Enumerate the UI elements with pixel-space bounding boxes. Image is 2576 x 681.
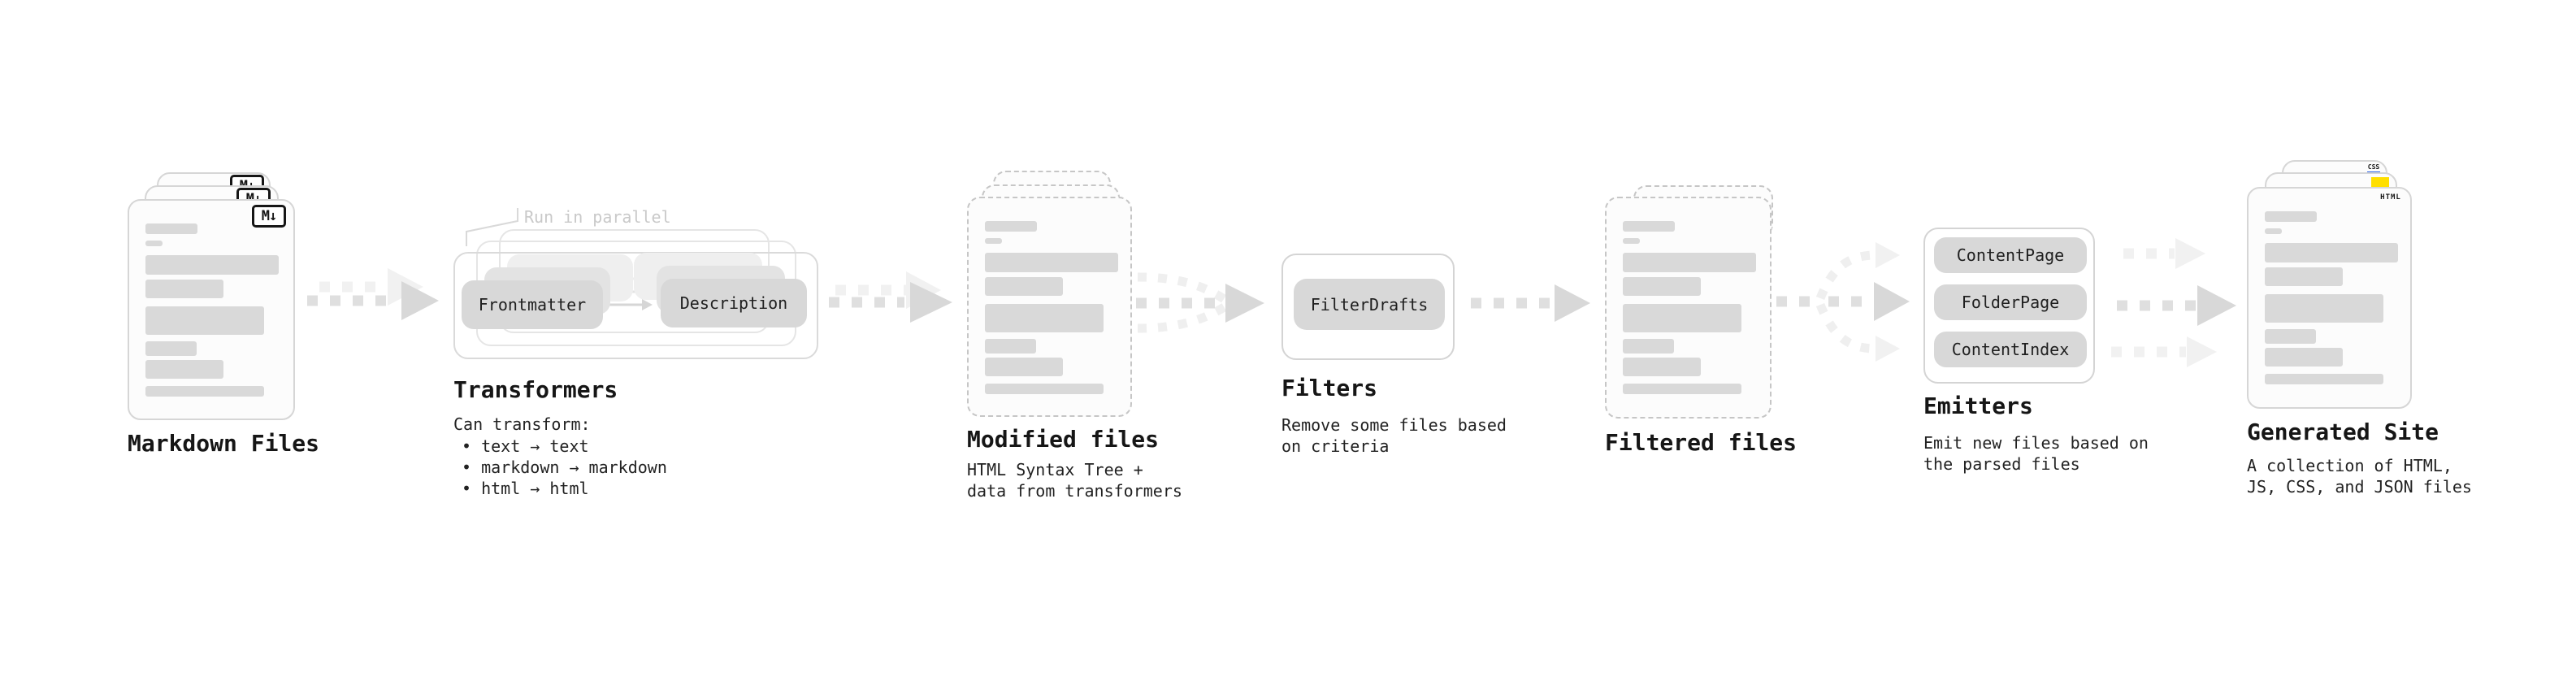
emitter-content-page-pill: ContentPage	[1934, 237, 2087, 273]
doc-line-bar	[985, 304, 1104, 332]
transformers-box-front	[453, 252, 818, 359]
generated-site-caption-line: JS, CSS, and JSON files	[2247, 477, 2472, 497]
doc-line-bar	[2265, 294, 2383, 323]
html5-badge-label: HTML	[2380, 193, 2401, 202]
arrow-modified-to-filters-merge	[1136, 272, 1264, 333]
doc-line-bar	[2265, 211, 2317, 222]
arrow-transformers-to-modified	[829, 271, 952, 323]
run-in-parallel-leader-line	[466, 208, 518, 246]
arrow-emitters-to-generated	[2111, 238, 2236, 367]
doc-line-bar	[145, 306, 264, 335]
markdown-file-card-front: M↓	[128, 199, 295, 420]
doc-line-bar	[145, 341, 197, 356]
doc-line-bar	[1623, 277, 1701, 296]
run-in-parallel-annotation: Run in parallel	[524, 207, 671, 227]
doc-line-bar	[1623, 304, 1741, 332]
arrow-filters-to-filtered	[1471, 284, 1590, 322]
markdown-files-label: Markdown Files	[128, 430, 320, 457]
filtered-file-card-front	[1605, 197, 1772, 419]
filters-caption-line: on criteria	[1281, 436, 1390, 456]
transformers-caption-heading: Can transform:	[453, 414, 591, 434]
doc-line-bar	[145, 386, 264, 397]
filters-label: Filters	[1281, 375, 1378, 401]
doc-line-bar	[2265, 267, 2343, 286]
doc-line-bar	[1623, 253, 1756, 272]
modified-files-label: Modified files	[967, 426, 1160, 453]
transformers-bullet: • text → text	[462, 436, 589, 456]
doc-line-bar	[1623, 384, 1741, 394]
doc-line-bar	[145, 255, 279, 275]
transformer-description-pill: Description	[661, 279, 807, 327]
doc-line-bar	[1623, 339, 1674, 354]
doc-line-bar	[985, 339, 1036, 354]
transformers-bullet: • html → html	[462, 479, 589, 498]
doc-line-bar	[1623, 358, 1701, 376]
modified-files-caption-line: data from transformers	[967, 481, 1182, 501]
css-badge-label: CSS	[2367, 163, 2380, 171]
doc-line-bar	[2265, 374, 2383, 384]
js-file-icon	[2371, 177, 2389, 188]
transformers-bullet: • markdown → markdown	[462, 458, 667, 477]
doc-line-bar	[1623, 221, 1675, 232]
filtered-files-label: Filtered files	[1605, 429, 1798, 456]
transformers-label: Transformers	[453, 376, 618, 403]
transformer-frontmatter-pill: Frontmatter	[462, 280, 603, 329]
filter-drafts-pill: FilterDrafts	[1294, 279, 1445, 330]
arrow-markdown-to-transformers	[307, 268, 439, 320]
generated-site-caption-line: A collection of HTML,	[2247, 456, 2452, 475]
markdown-icon: M↓	[252, 205, 286, 228]
doc-line-bar	[2265, 329, 2316, 344]
doc-line-bar	[985, 358, 1063, 376]
modified-files-caption-line: HTML Syntax Tree +	[967, 460, 1143, 479]
emitter-content-index-pill: ContentIndex	[1934, 332, 2087, 367]
doc-line-bar	[985, 277, 1063, 296]
emitters-label: Emitters	[1923, 393, 2033, 419]
doc-line-bar	[145, 241, 163, 246]
doc-line-bar	[2265, 228, 2282, 234]
modified-file-card-front	[967, 197, 1132, 417]
html5-icon: HTML 5	[2379, 193, 2403, 202]
generated-site-label: Generated Site	[2247, 419, 2439, 445]
emitters-caption-line: the parsed files	[1923, 454, 2080, 474]
doc-line-bar	[145, 360, 223, 379]
generated-html-file-card: HTML 5	[2247, 187, 2412, 409]
doc-line-bar	[985, 238, 1002, 244]
doc-line-bar	[145, 223, 197, 234]
doc-line-bar	[985, 384, 1104, 394]
doc-line-bar	[985, 253, 1118, 272]
filters-caption-line: Remove some files based	[1281, 415, 1507, 435]
doc-line-bar	[145, 280, 223, 298]
arrow-filtered-to-emitters-branch	[1776, 242, 1910, 362]
emitters-caption-line: Emit new files based on	[1923, 433, 2149, 453]
emitter-folder-page-pill: FolderPage	[1934, 284, 2087, 320]
doc-line-bar	[2265, 243, 2398, 262]
doc-line-bar	[1623, 238, 1640, 244]
doc-line-bar	[985, 221, 1037, 232]
doc-line-bar	[2265, 348, 2343, 367]
